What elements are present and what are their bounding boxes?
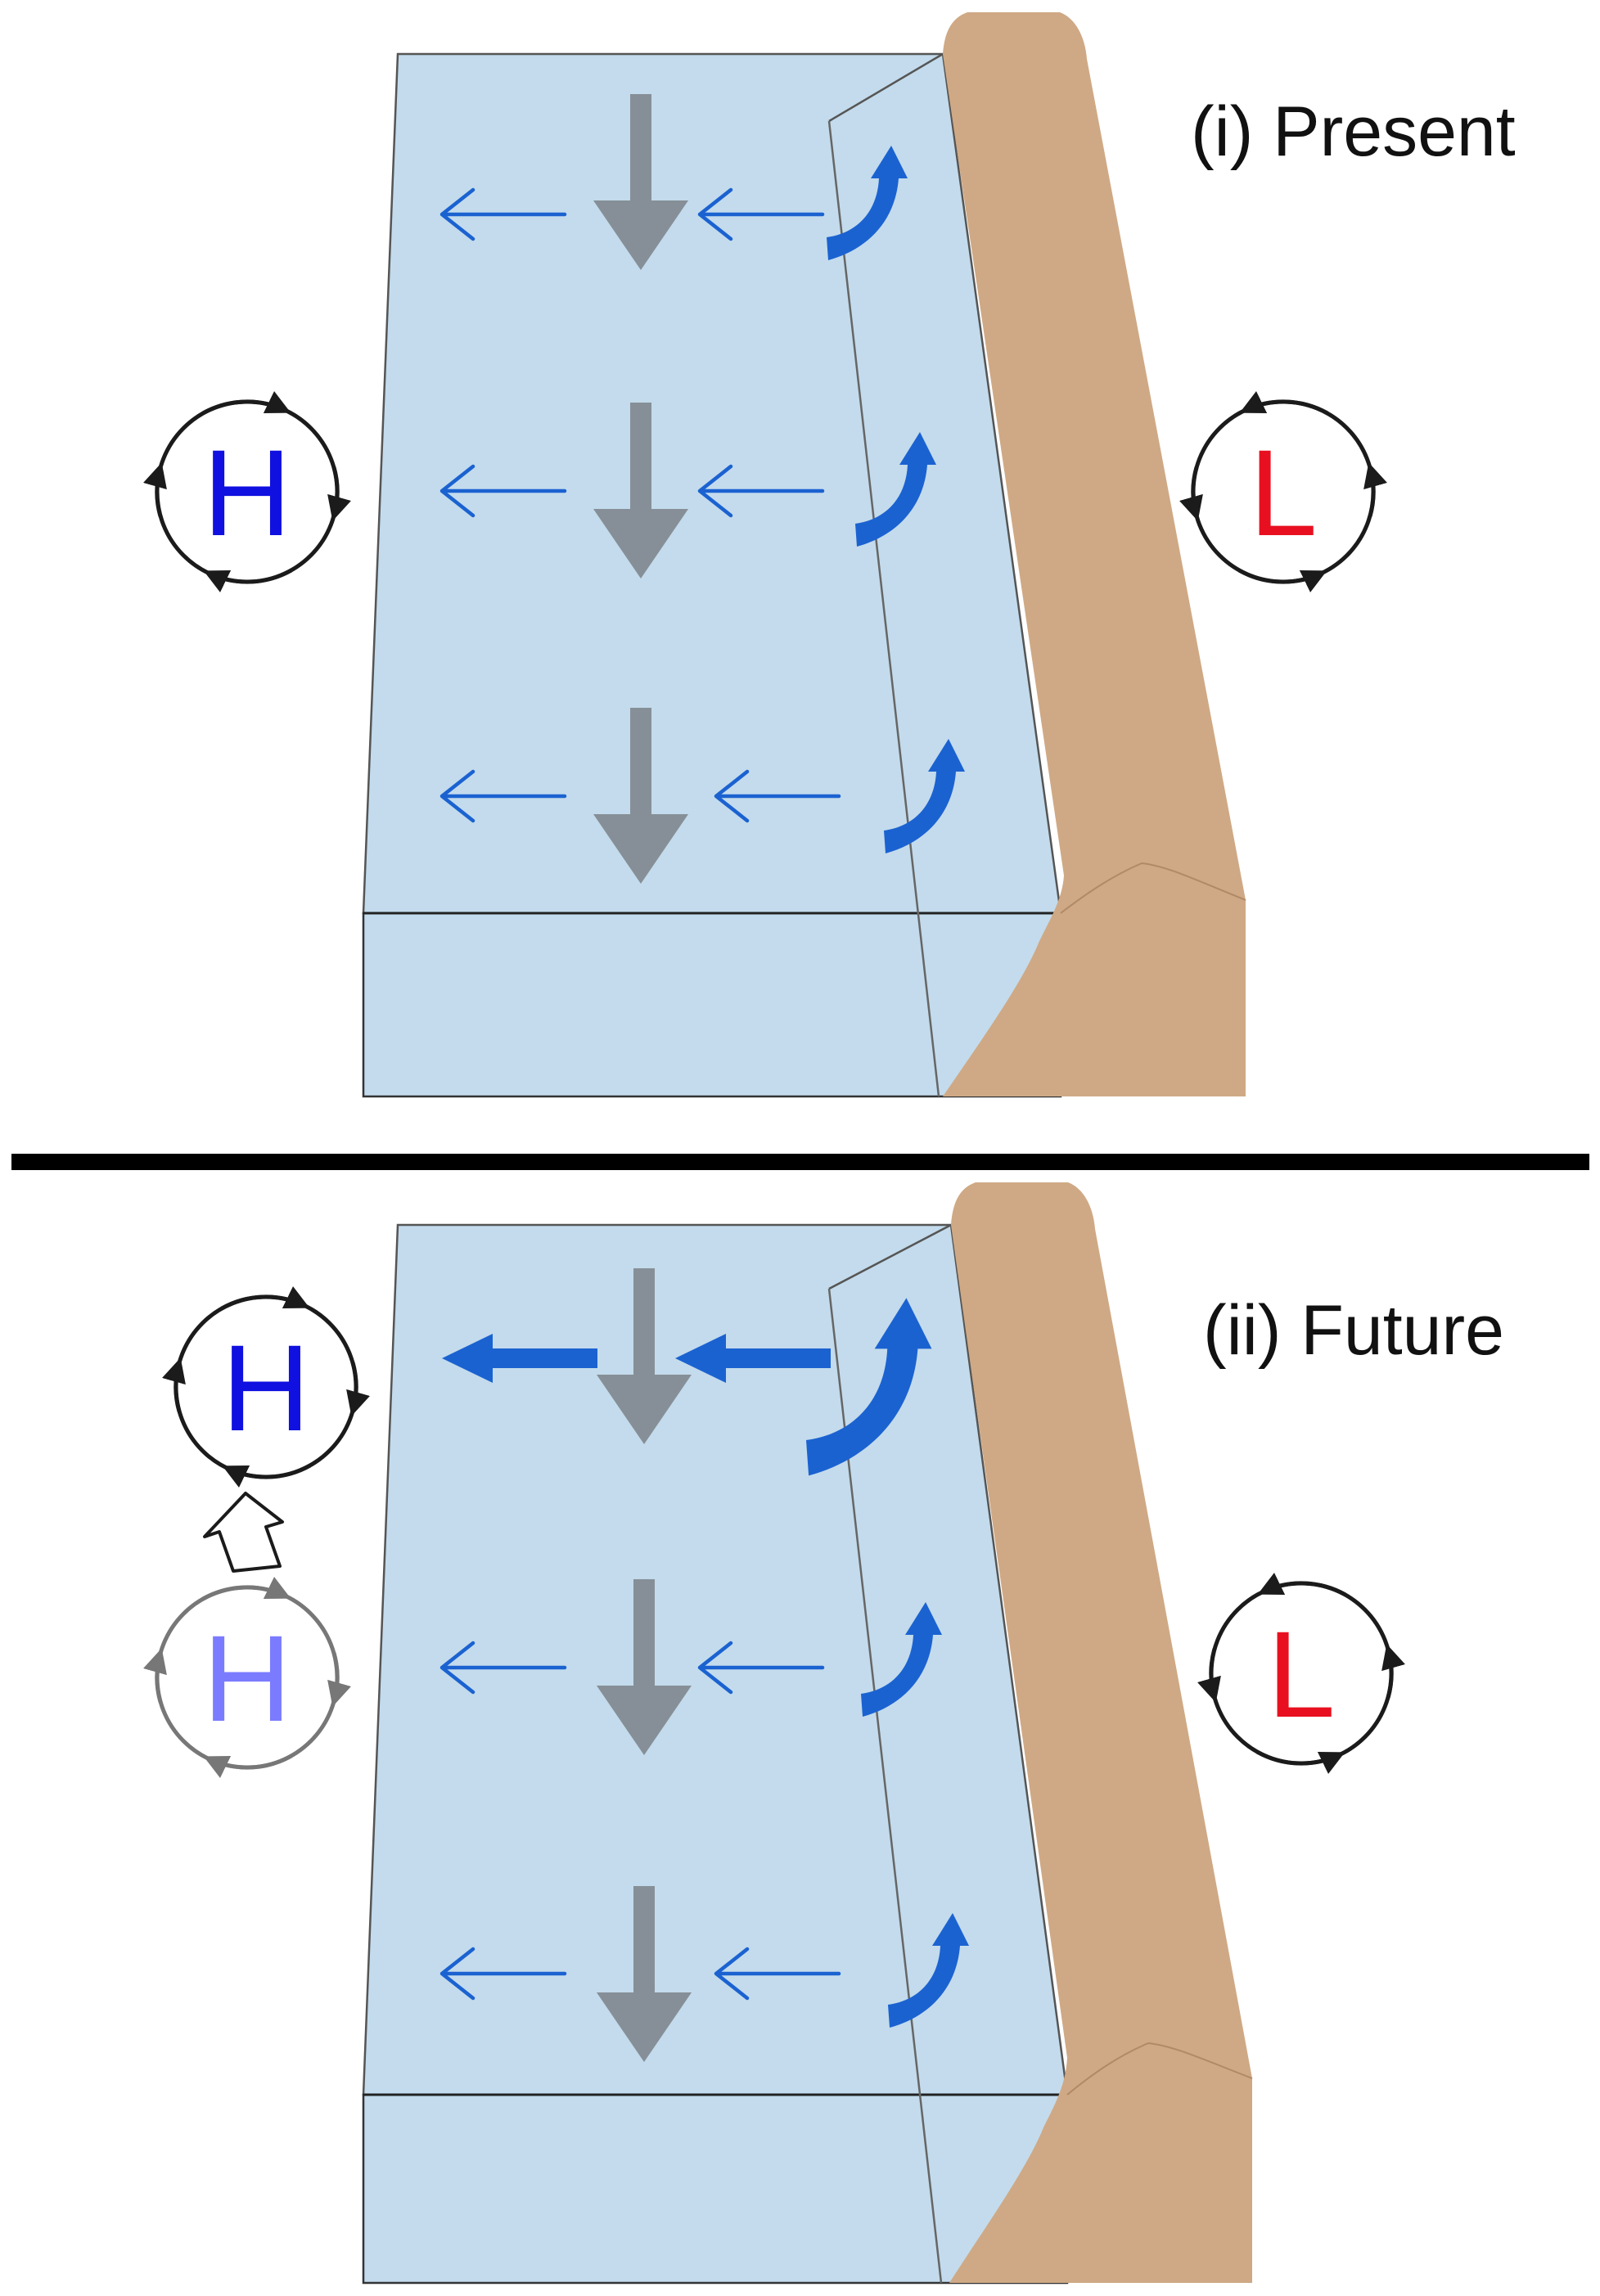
low-pressure-system: L <box>1211 1583 1391 1763</box>
high-pressure-letter: H <box>222 1319 310 1456</box>
high-pressure-previous: H <box>157 1587 337 1767</box>
shift-arrow-icon <box>203 1492 284 1573</box>
coastal-land <box>949 1182 1252 2283</box>
high-pressure-system: H <box>157 402 337 582</box>
high-pressure-previous-letter: H <box>203 1609 291 1747</box>
coastal-land <box>943 12 1246 1096</box>
panel-future: H H L (ii) Future <box>157 1182 1504 2285</box>
high-pressure-system: H <box>176 1297 356 1477</box>
ocean-front <box>362 2093 1069 2285</box>
coastal-boundary <box>828 52 944 123</box>
ocean-front <box>362 912 1062 1098</box>
high-pressure-letter: H <box>203 424 291 561</box>
panel-divider <box>11 1154 1589 1170</box>
panel-present: H L (i) Present <box>157 12 1516 1098</box>
low-pressure-letter: L <box>1249 424 1317 561</box>
low-pressure-system: L <box>1193 402 1373 582</box>
panel-title-future: (ii) Future <box>1203 1291 1504 1370</box>
low-pressure-letter: L <box>1267 1605 1335 1743</box>
panel-title-present: (i) Present <box>1191 92 1516 171</box>
coastal-boundary <box>828 1223 952 1290</box>
